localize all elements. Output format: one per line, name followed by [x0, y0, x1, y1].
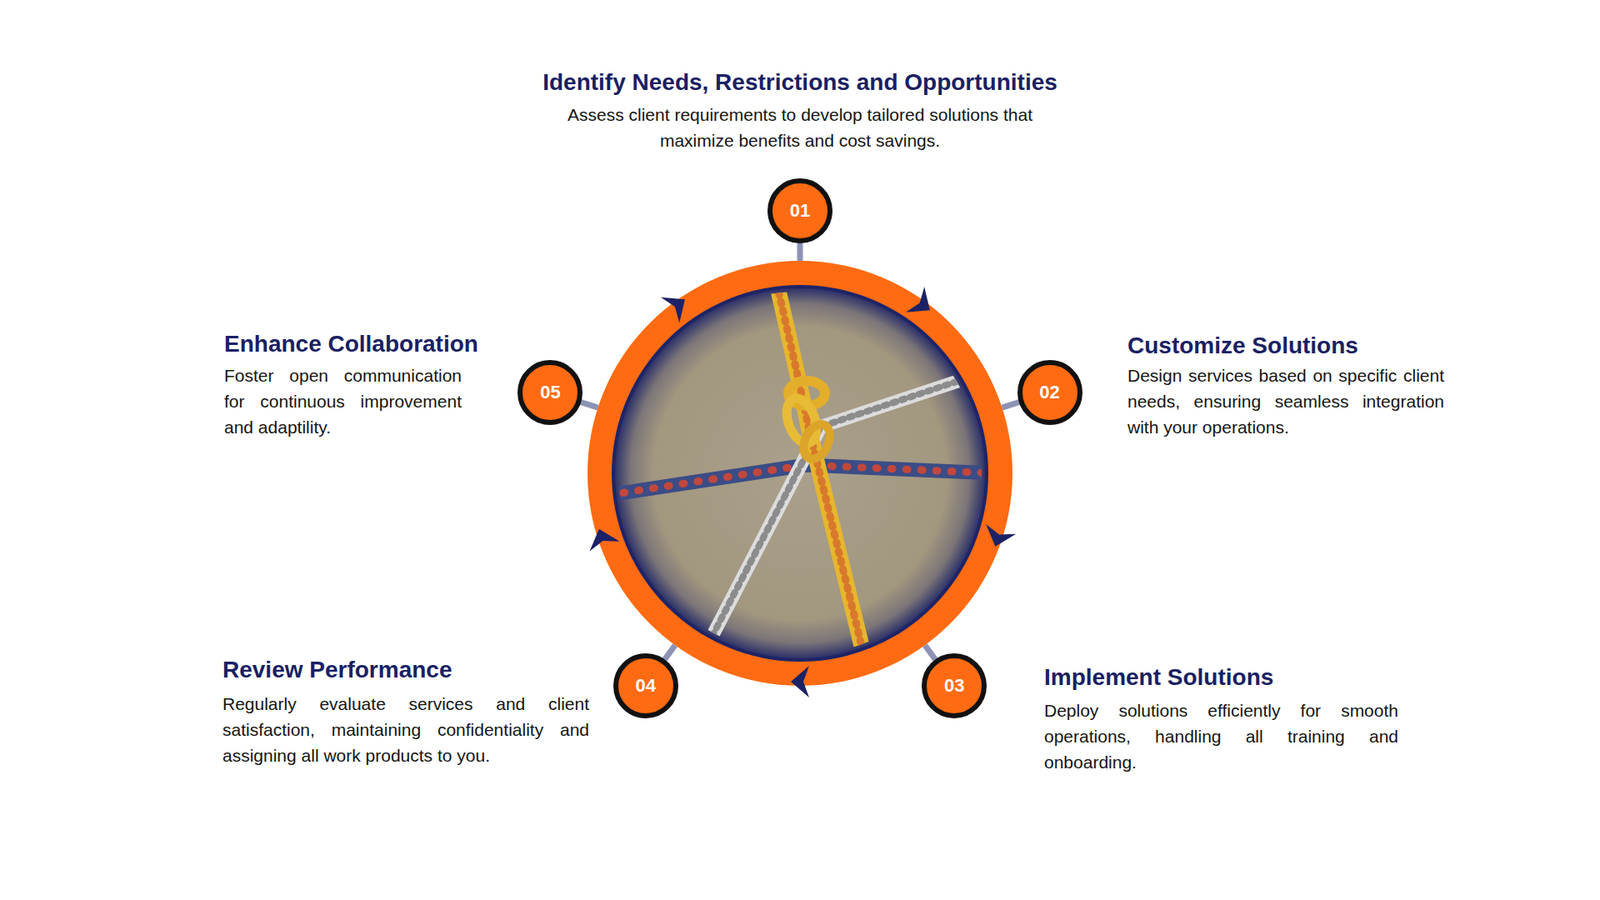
step-description: Deploy solutions efficiently for smooth … [1044, 697, 1399, 775]
flow-chevrons [584, 286, 1016, 698]
flow-chevron [584, 524, 620, 552]
orange-ring [587, 260, 1013, 686]
circle-shape [615, 655, 676, 716]
yellow-rope [776, 283, 867, 667]
step-description: Assess client requirements to develop ta… [566, 101, 1034, 154]
flow-chevron [905, 286, 940, 324]
step-description: Design services based on specific client… [1127, 362, 1445, 440]
step-number: 04 [635, 675, 656, 697]
step-number: 01 [790, 200, 810, 222]
step-number-circle: 02 [1017, 360, 1083, 425]
step-number-circle: 05 [517, 360, 583, 425]
step-heading: Identify Needs, Restrictions and Opportu… [542, 68, 1058, 97]
step-number: 03 [944, 675, 965, 697]
circle-shape [770, 180, 830, 241]
step-description: Regularly evaluate services and client s… [222, 690, 590, 769]
circle-shape [520, 362, 580, 423]
step-heading: Review Performance [222, 655, 452, 685]
step-heading: Implement Solutions [1044, 663, 1274, 692]
step-number: 05 [540, 381, 560, 404]
flow-chevron [790, 665, 810, 698]
step-heading: Customize Solutions [1127, 331, 1359, 360]
step-description: Foster open communication for continuous… [224, 362, 462, 440]
circle-shape [924, 655, 985, 716]
step-number-circle: 01 [767, 178, 833, 244]
circle-shape [1020, 362, 1080, 423]
rope-picture [608, 283, 996, 667]
yellow-rope-texture [776, 283, 867, 667]
flow-chevron [980, 524, 1016, 552]
step-number-circle: 03 [921, 653, 987, 719]
rope-knot [798, 420, 835, 464]
step-number: 02 [1039, 381, 1060, 404]
flow-chevron [660, 286, 695, 324]
step-heading: Enhance Collaboration [224, 330, 479, 359]
step-number-circle: 04 [613, 653, 679, 719]
